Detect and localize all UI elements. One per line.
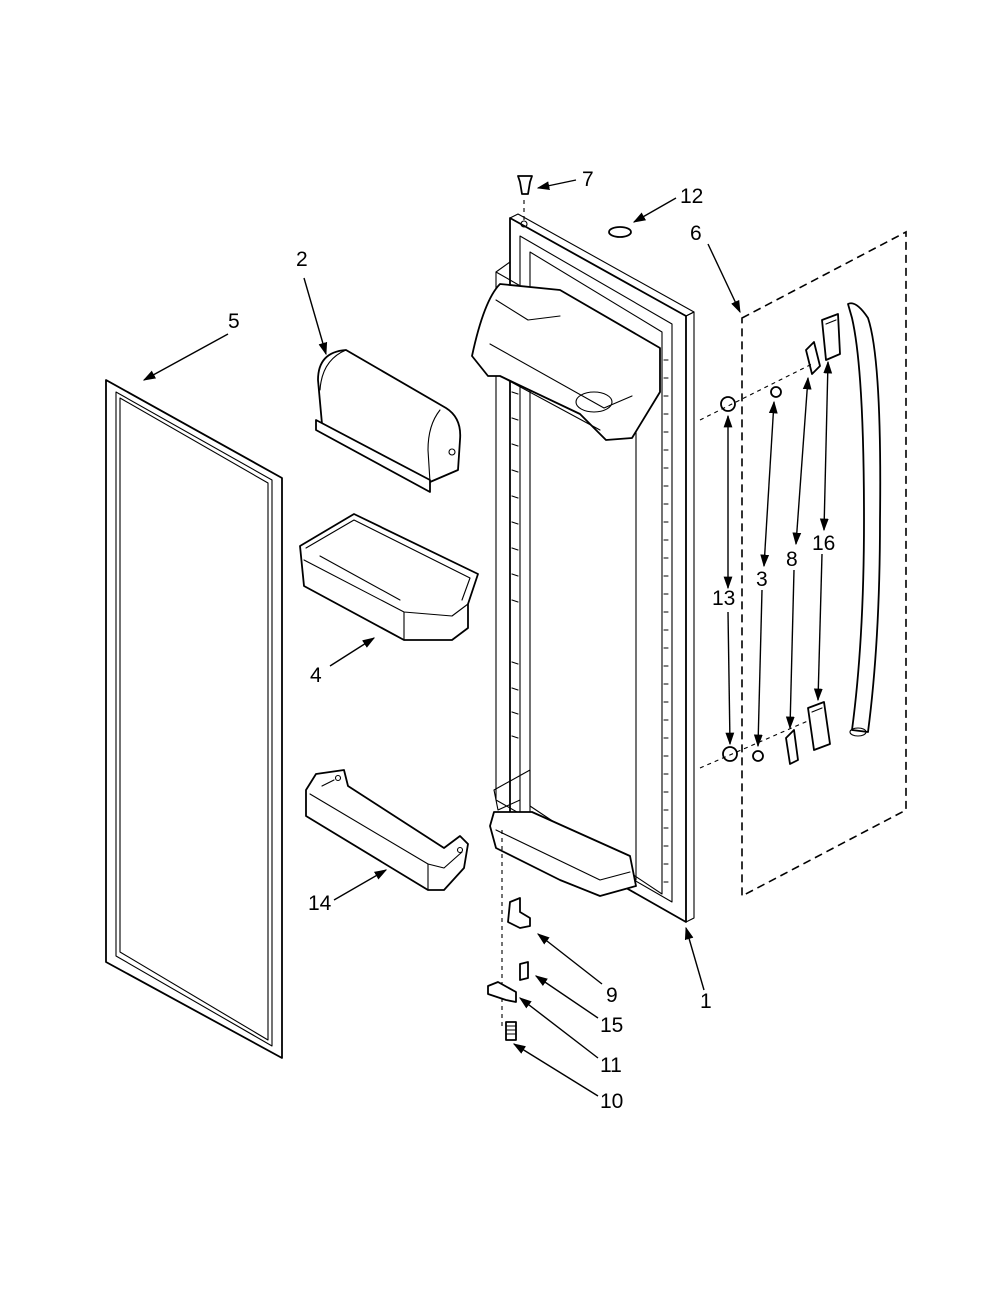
handle-clip-bottom xyxy=(785,729,799,765)
callout-5: 5 xyxy=(228,310,240,333)
leader-lines xyxy=(142,179,833,1097)
callout-3: 3 xyxy=(756,568,768,591)
handle-assembly-outline xyxy=(741,230,907,898)
door-gasket xyxy=(105,379,283,1059)
door-bin xyxy=(299,513,479,641)
callout-1: 1 xyxy=(700,990,712,1013)
handle-cap-top xyxy=(821,313,841,361)
callout-6: 6 xyxy=(690,222,702,245)
top-screw xyxy=(517,175,533,228)
callout-16: 16 xyxy=(812,532,835,555)
hinge-screw xyxy=(505,1021,517,1041)
callout-2: 2 xyxy=(296,248,308,271)
handle-cap-bottom xyxy=(807,701,831,751)
callout-10: 10 xyxy=(600,1090,623,1113)
handle-screw-bottom xyxy=(752,750,764,762)
hinge-bracket xyxy=(487,981,517,1003)
door-shelf-bar xyxy=(305,769,469,891)
dairy-door-bin xyxy=(315,349,462,493)
callout-9: 9 xyxy=(606,984,618,1007)
callout-7: 7 xyxy=(582,168,594,191)
callout-8: 8 xyxy=(786,548,798,571)
callout-11: 11 xyxy=(600,1054,622,1077)
handle-clip-top xyxy=(805,341,821,375)
liner-dimples xyxy=(511,359,669,883)
handle-screw-top xyxy=(770,386,782,398)
hinge-pin xyxy=(501,830,531,1030)
callout-15: 15 xyxy=(600,1014,623,1037)
callout-12: 12 xyxy=(680,185,703,208)
callout-4: 4 xyxy=(310,664,322,687)
door-assembly xyxy=(471,213,695,923)
door-handle xyxy=(847,302,882,737)
hinge-bushing xyxy=(519,961,529,981)
callout-labels: 7 12 6 2 5 16 8 3 13 4 14 9 1 15 11 10 xyxy=(228,168,835,1113)
callout-13: 13 xyxy=(712,587,735,610)
callout-14: 14 xyxy=(308,892,332,915)
handle-stud-bottom xyxy=(699,719,811,769)
plug-button xyxy=(608,226,632,238)
handle-stud-top xyxy=(699,363,813,421)
